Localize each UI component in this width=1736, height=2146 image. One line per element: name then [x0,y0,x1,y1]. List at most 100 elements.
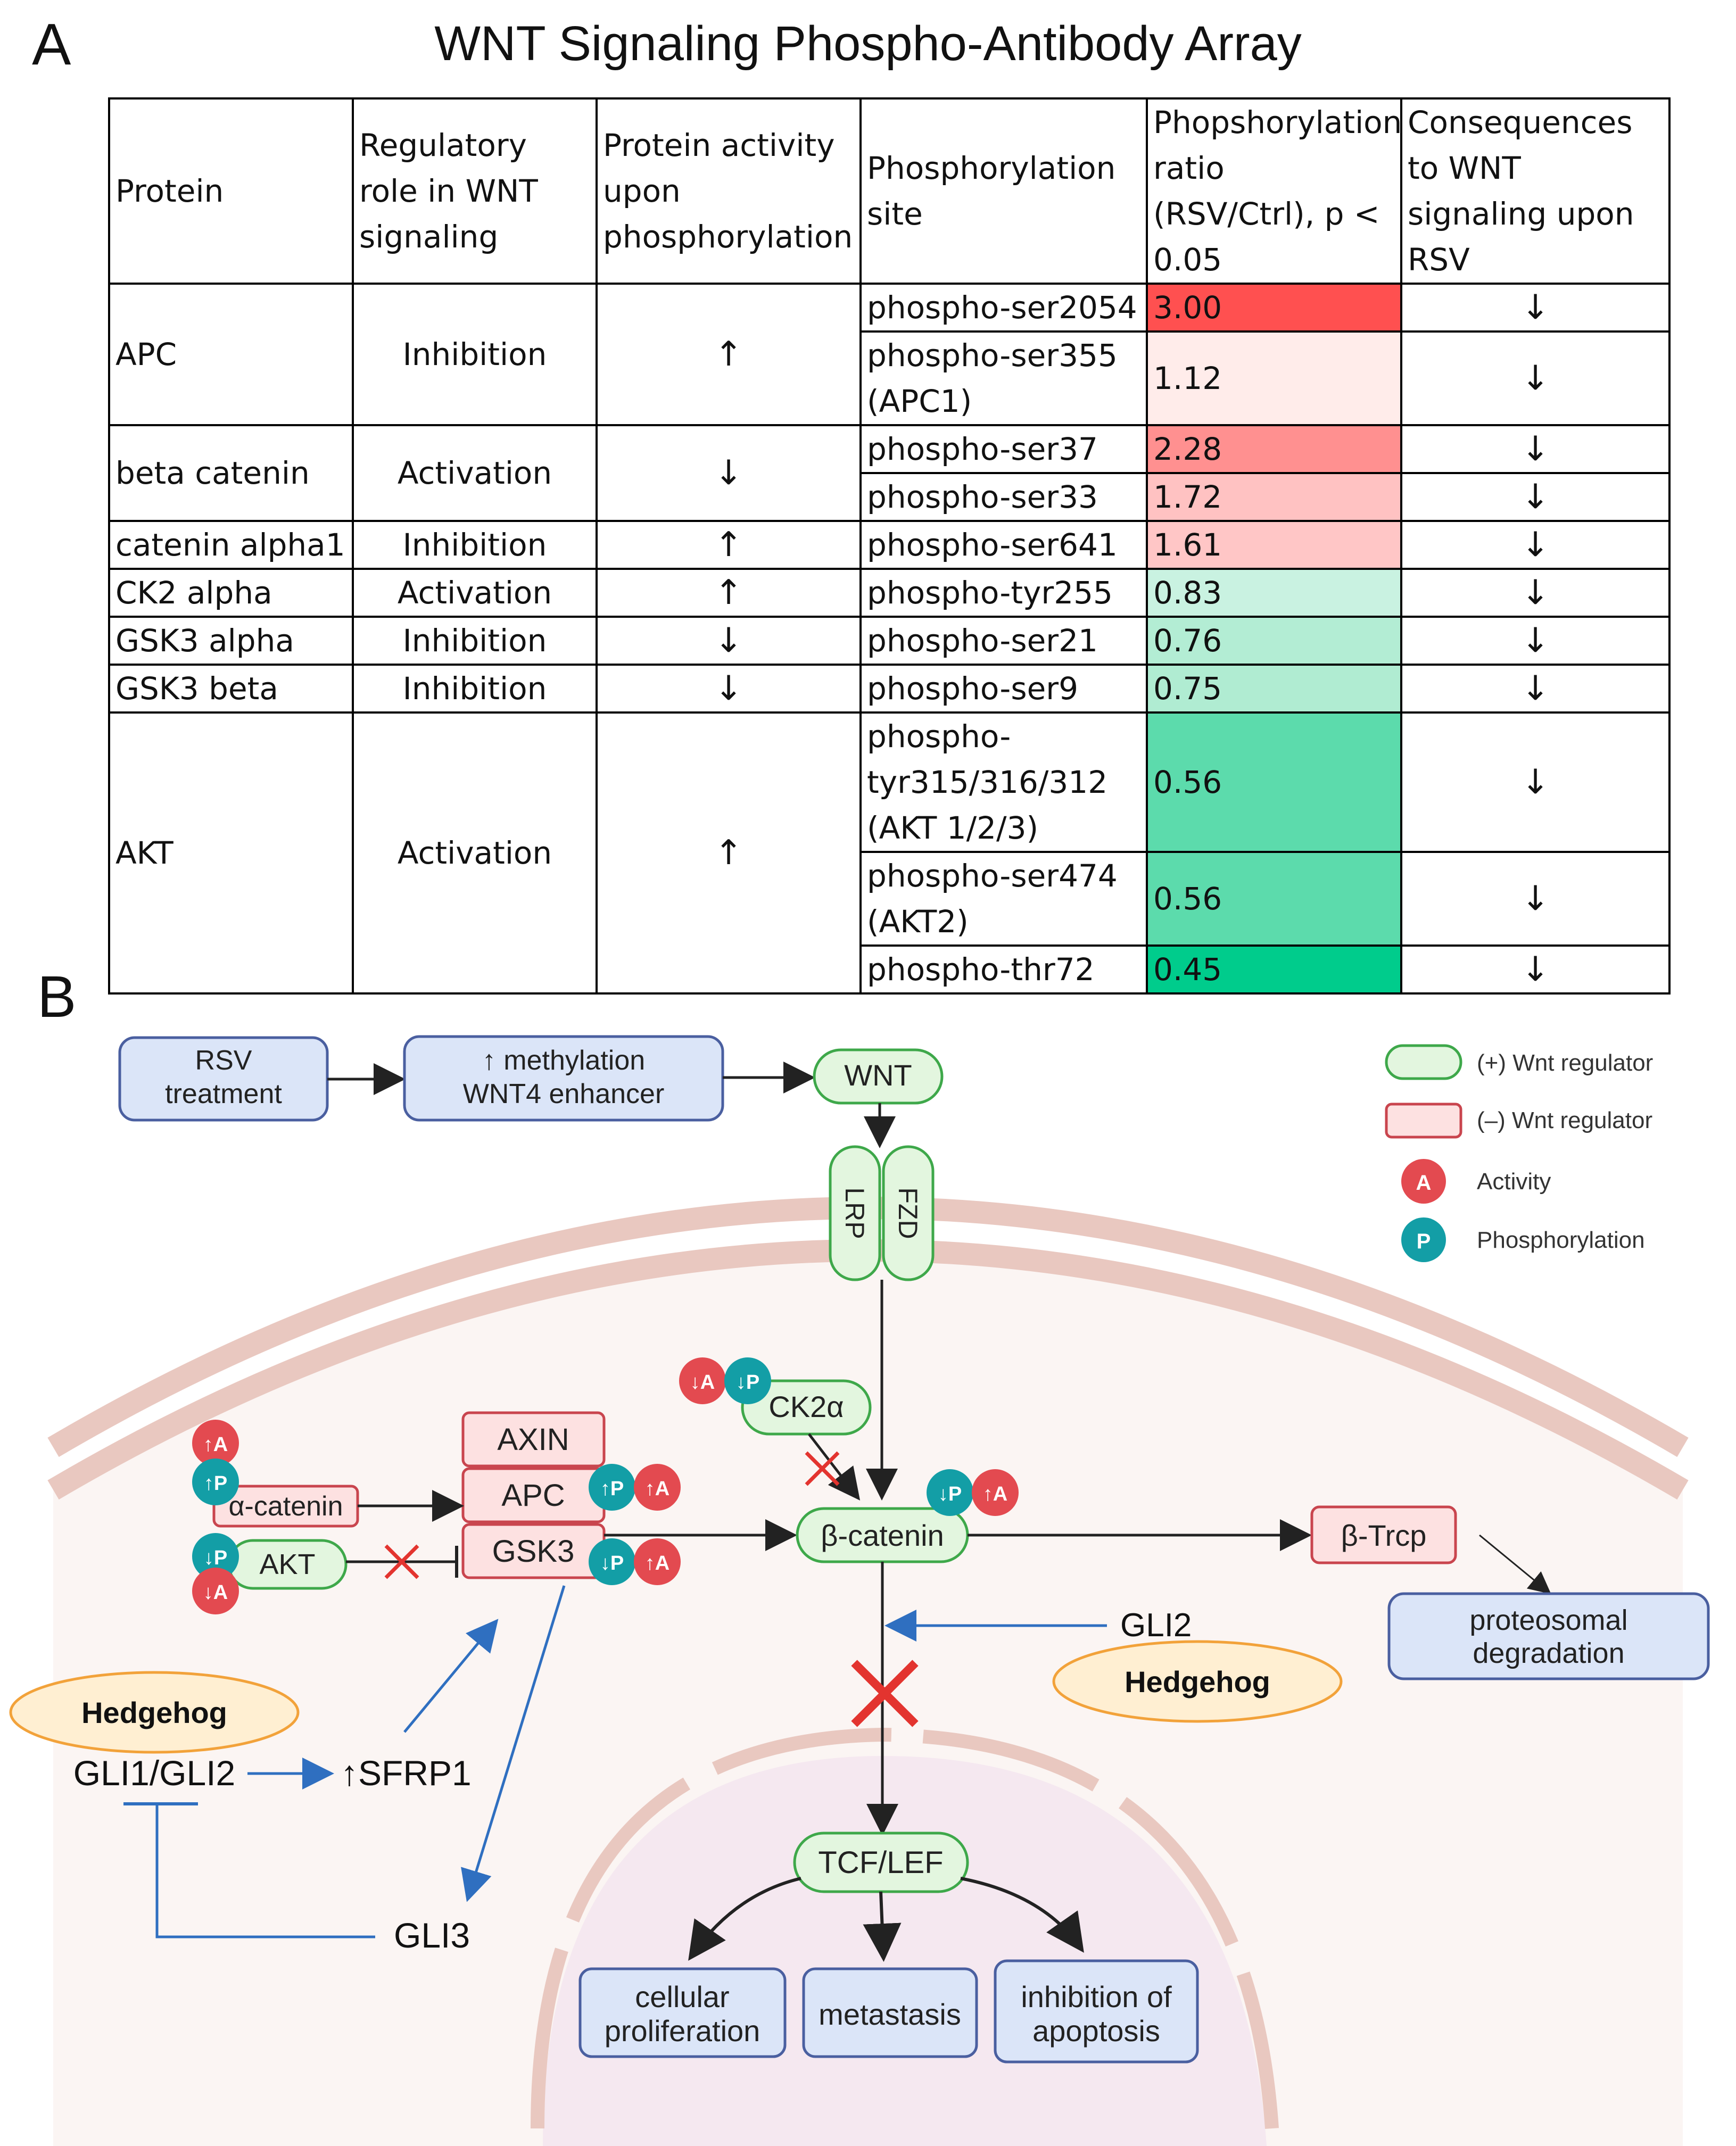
akt-inhibition-blocked-x [384,1544,419,1579]
consequence-cell: ↓ [1400,424,1671,474]
fzd-label: FZD [893,1187,923,1239]
beta-catenin-label: β-catenin [821,1519,944,1552]
legend-negative-swatch [1385,1103,1462,1139]
gsk3-activity-badge [634,1538,681,1585]
header-phosphorylation-ratio: Phopshorylation ratio (RSV/Ctrl), p < 0.… [1146,97,1402,285]
site-cell: phospho-tyr255 [859,568,1148,618]
ratio-cell: 0.56 [1146,851,1402,947]
site-cell: phospho-ser21 [859,616,1148,666]
legend-positive-swatch [1385,1044,1462,1080]
rsv-treatment-label-2: treatment [165,1079,282,1109]
ratio-cell: 3.00 [1146,283,1402,333]
site-cell: phospho-ser33 [859,472,1148,522]
akt-label: AKT [259,1548,315,1580]
ck2a-inhibited-x [805,1451,840,1486]
site-cell: phospho-ser2054 [859,283,1148,333]
protein-cell: APC [108,283,354,426]
tcf-lef-label: TCF/LEF [818,1845,943,1880]
activity-cell: ↑ [596,711,862,995]
legend-phospho-symbol: P [1417,1230,1431,1253]
table-header-row: Protein Regulatory role in WNT signaling… [108,97,1671,285]
header-consequences: Consequences to WNT signaling upon RSV [1400,97,1671,285]
gsk3-phospho-text: ↓P [600,1552,624,1575]
ck2a-phospho-text: ↓P [736,1371,759,1394]
beta-catenin-activity-text: ↑A [983,1483,1007,1505]
arrow-tcf-to-apoptosis [960,1877,1084,1953]
activity-cell: ↑ [596,520,862,570]
legend-phospho-label: Phosphorylation [1477,1227,1645,1253]
legend-phospho-badge [1401,1217,1446,1262]
legend-negative-label: (–) Wnt regulator [1477,1107,1652,1133]
inhibition-gli3-to-gli1-gli2 [155,1805,375,1938]
apc-activity-text: ↑A [645,1478,669,1500]
protein-cell: beta catenin [108,424,354,522]
methylation-label-2: WNT4 enhancer [463,1079,665,1109]
hedgehog-left-ellipse [9,1671,300,1754]
panel-b-label: B [37,964,77,1030]
lrp-label: LRP [840,1187,870,1239]
site-cell: phospho-thr72 [859,944,1148,995]
apc-phospho-badge [589,1464,635,1511]
consequence-cell: ↓ [1400,944,1671,995]
phospho-table-container: Protein Regulatory role in WNT signaling… [108,97,1671,995]
beta-catenin-activity-badge [972,1469,1019,1516]
gsk3-phospho-badge [589,1538,635,1585]
proliferation-box [578,1967,787,2058]
header-protein: Protein [108,97,354,285]
ratio-cell: 0.76 [1146,616,1402,666]
sfrp1-label: ↑SFRP1 [341,1753,472,1793]
lrp-receptor [829,1145,881,1281]
nuclear-translocation-blocked-x [851,1660,919,1727]
site-cell: phospho-ser9 [859,664,1148,714]
activity-cell: ↓ [596,424,862,522]
alpha-catenin-phospho-badge [192,1459,239,1505]
akt-phospho-badge [192,1533,239,1580]
legend: (+) Wnt regulator (–) Wnt regulator A Ac… [1385,1044,1653,1262]
apoptosis-box [994,1959,1199,2064]
beta-catenin-phospho-text: ↓P [938,1483,962,1505]
gsk3-label: GSK3 [492,1534,575,1569]
ratio-cell: 1.61 [1146,520,1402,570]
arrow-gsk3-to-gli3 [461,1585,566,1902]
beta-catenin-phospho-badge [927,1469,973,1516]
ck2a-activity-badge [679,1357,726,1404]
akt-activity-badge [192,1568,239,1614]
ratio-cell: 0.75 [1146,664,1402,714]
site-cell: phospho-ser355 (APC1) [859,330,1148,426]
consequence-cell: ↓ [1400,568,1671,618]
wnt-pathway-diagram: RSV treatment ↑ methylation WNT4 enhance… [9,1035,1710,2146]
proteosomal-label-2: degradation [1473,1637,1624,1669]
hedgehog-right-label: Hedgehog [1125,1665,1270,1698]
protein-cell: catenin alpha1 [108,520,354,570]
ratio-cell: 2.28 [1146,424,1402,474]
consequence-cell: ↓ [1400,711,1671,853]
axin-label: AXIN [497,1422,569,1457]
proteosomal-degradation-box [1387,1592,1710,1680]
table-title: WNT Signaling Phospho-Antibody Array [434,16,1302,71]
rsv-treatment-label-1: RSV [195,1045,252,1076]
role-cell: Inhibition [352,283,598,426]
wnt-box [813,1048,944,1105]
apc-phospho-text: ↑P [600,1478,624,1500]
gli3-label: GLI3 [394,1916,470,1955]
ck2a-box [741,1379,872,1436]
methylation-label-1: ↑ methylation [482,1045,645,1076]
legend-activity-symbol: A [1416,1171,1432,1195]
arrow-ck2a-to-beta-catenin [808,1433,861,1501]
protein-cell: GSK3 alpha [108,616,354,666]
alpha-catenin-phospho-text: ↑P [204,1472,227,1495]
gsk3-activity-text: ↑A [645,1552,669,1575]
ratio-cell: 0.83 [1146,568,1402,618]
wnt-label: WNT [844,1058,912,1092]
legend-activity-badge [1401,1159,1446,1204]
activity-cell: ↓ [596,616,862,666]
fzd-receptor [882,1145,935,1281]
panel-a-label: A [32,12,71,77]
site-cell: phospho-ser641 [859,520,1148,570]
activity-cell: ↑ [596,283,862,426]
consequence-cell: ↓ [1400,851,1671,947]
apc-label: APC [501,1478,565,1513]
axin-box [461,1411,606,1468]
